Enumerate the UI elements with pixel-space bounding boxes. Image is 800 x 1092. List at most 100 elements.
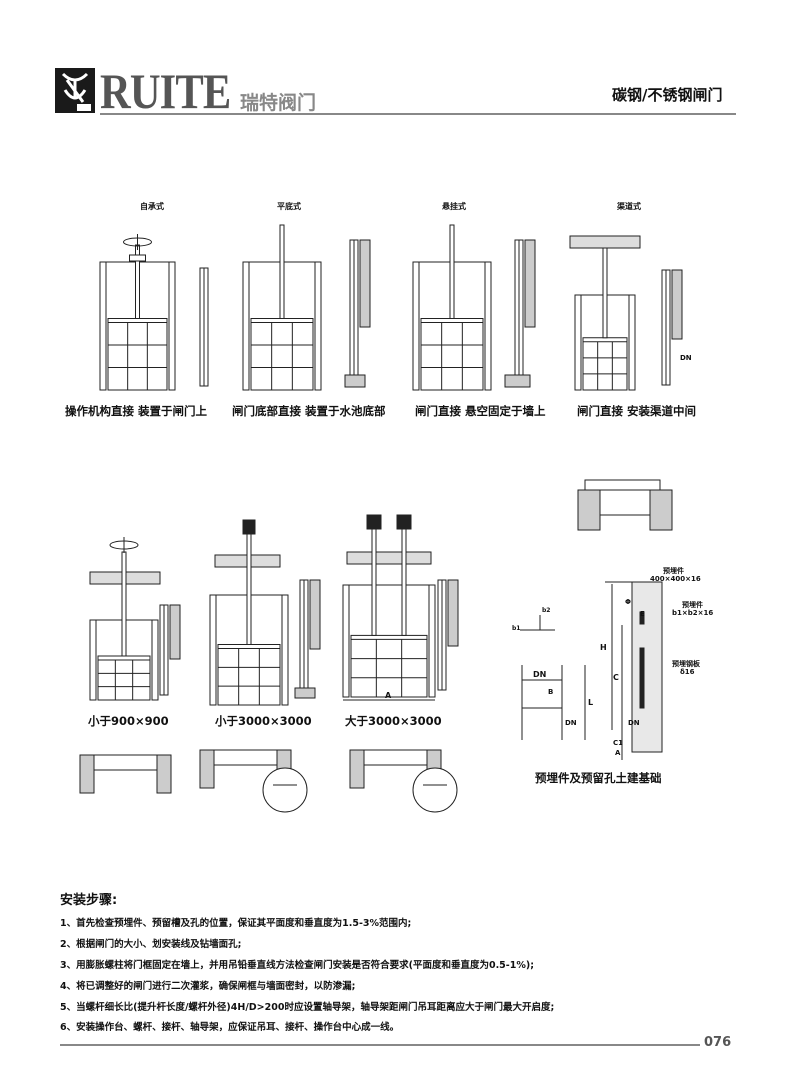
dimension-label: Φ [625,598,631,606]
gate-frame [89,619,97,701]
dimension-label: C1 [613,739,623,747]
plan-view [84,754,166,771]
concrete-slab [569,235,641,249]
dimension-label: B [548,688,553,696]
gate-frame [151,619,159,701]
gate-frame [209,594,217,706]
gate-leaf [350,634,428,698]
type-title: 悬挂式 [442,202,466,211]
gate-frame [314,261,322,391]
gate-leaf [582,337,628,391]
gate-frame [412,261,420,391]
dimension-label: DN [565,719,577,727]
gate-leaf [97,655,151,701]
size-caption: 小于3000×3000 [215,714,312,728]
concrete-wall [671,269,683,340]
plan-view [354,749,436,766]
steps-title: 安装步骤: [60,893,118,908]
size-caption: 大于3000×3000 [345,714,442,728]
dimension-label: C [613,673,619,682]
foundation-caption: 预埋件及预留孔土建基础 [535,771,662,785]
type-title: 平底式 [277,202,301,211]
embed-size: b1×b2×16 [672,609,714,617]
plan-view [204,749,286,766]
gate-frame [99,261,107,391]
concrete-base [294,687,316,699]
dimension-label: H [600,643,607,652]
gate-frame [281,594,289,706]
concrete-wall [577,489,601,531]
type-caption: 闸门底部直接 装置于水池底部 [232,404,386,418]
step-item: 6、安装操作台、螺杆、接杆、轴导架，应保证吊耳、接杆、操作台中心成一线。 [60,1022,400,1033]
detail-callout [412,767,458,813]
actuator-icon [396,514,412,530]
dimension-label: b1 [512,625,520,632]
embed-label: 预埋件 [663,567,684,575]
logo-mark-icon [61,72,91,111]
page-number: 076 [704,1035,732,1050]
type-caption: 闸门直接 安装渠道中间 [577,404,697,418]
gate-frame [428,584,436,698]
footer-divider [60,1044,700,1046]
concrete-wall [631,581,663,753]
gate-frame [574,294,582,391]
concrete-wall [156,754,172,794]
brand-name-cn: 瑞特阀门 [240,92,317,114]
dimension-label: DN [628,719,640,727]
plate-label: 预埋钢板 [672,660,700,668]
concrete-wall [349,749,365,789]
type-caption: 操作机构直接 装置于闸门上 [65,404,208,418]
gate-frame [342,584,350,698]
header-divider [100,113,736,115]
gate-stem [371,514,377,636]
gate-leaf [250,318,314,391]
concrete-wall [649,489,673,531]
embed-plate [639,647,645,709]
gearbox [129,254,146,262]
type-title: 渠道式 [617,202,641,211]
actuator-icon [242,519,256,535]
concrete-wall [79,754,95,794]
detail-callout [262,767,308,813]
gate-leaf [217,644,281,706]
concrete-wall [359,239,371,328]
step-item: 2、根据闸门的大小、划安装线及钻墙面孔; [60,939,242,950]
concrete-wall [199,749,215,789]
dimension-label: DN [680,354,692,362]
step-item: 1、首先检查预埋件、预留槽及孔的位置，保证其平面度和垂直度为1.5-3%范围内; [60,918,412,929]
category-title: 碳钢/不锈钢闸门 [612,86,723,104]
gate-frame [484,261,492,391]
embed-size: 400×400×16 [650,575,701,583]
type-title: 自承式 [140,202,164,211]
step-item: 5、当螺杆细长比(提升杆长度/螺杆外径)4H/D>200时应设置轴导架，轴导架距… [60,1002,555,1013]
concrete-base [344,374,366,388]
dimension-label: E [640,610,645,618]
step-item: 3、用膨胀螺柱将门框固定在墙上，并用吊铅垂直线方法检查闸门安装是否符合要求(平面… [60,960,534,971]
step-item: 4、将已调整好的闸门进行二次灌浆，确保闸框与墙面密封，以防渗漏; [60,981,356,992]
gate-stem [246,519,252,645]
gate-stem [602,247,608,339]
type-caption: 闸门直接 悬空固定于墙上 [415,404,546,418]
logo [55,68,95,113]
embed-plate [639,611,645,625]
gate-frame [242,261,250,391]
concrete-wall [447,579,459,647]
gate-leaf [420,318,484,391]
gate-stem [121,551,127,657]
dimension-label: A [615,749,621,757]
size-caption: 小于900×900 [88,714,169,728]
gate-frame [168,261,176,391]
gate-stem [401,514,407,636]
actuator-icon [366,514,382,530]
dimension-label: A [385,691,392,700]
concrete-slab [346,551,432,565]
dimension-label: b2 [542,607,550,614]
gate-frame [628,294,636,391]
gate-leaf [107,318,168,391]
concrete-wall [309,579,321,650]
dimension-label: L [588,698,593,707]
gate-stem [449,224,455,319]
plate-size: δ16 [680,668,695,676]
brand-name: RUITE [100,63,231,119]
